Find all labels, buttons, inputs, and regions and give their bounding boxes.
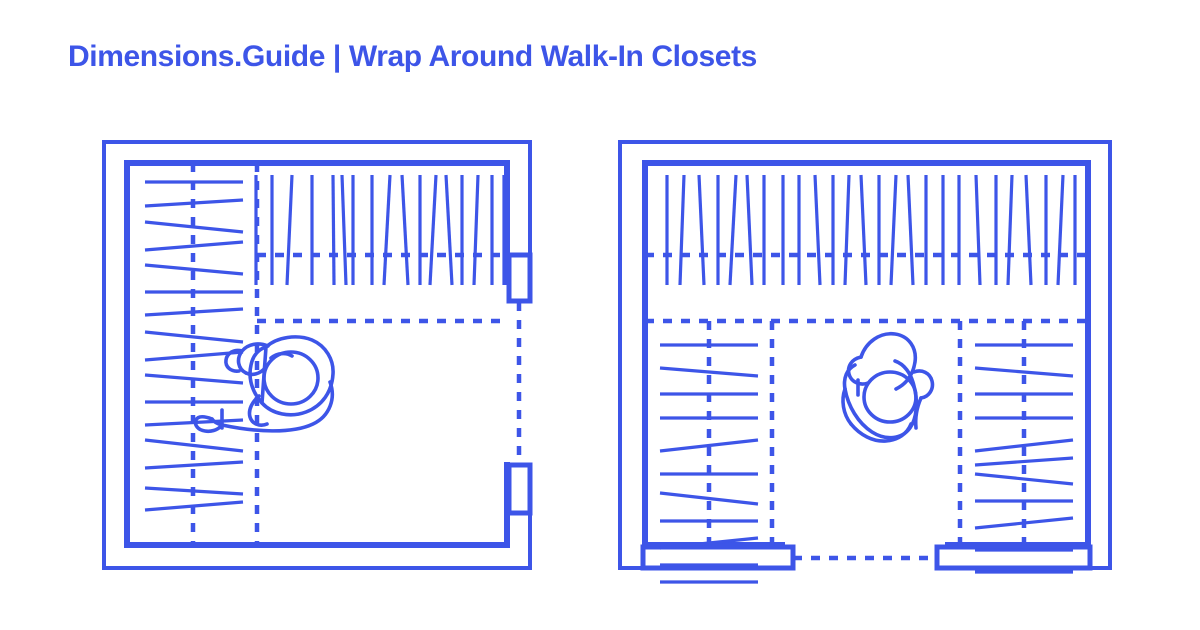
right-plan (618, 140, 1112, 584)
left-plan-inner-wall (124, 160, 510, 548)
left-plan-occupant-figure (193, 335, 335, 434)
left-plan-door-jamb-bottom (506, 462, 533, 516)
right-plan-occupant-figure (841, 331, 935, 443)
left-plan-top-garments (254, 174, 506, 286)
right-plan-left-garments (659, 343, 759, 584)
left-plan-door-jamb-top (506, 252, 533, 304)
right-plan-door-jamb-right (934, 544, 1093, 571)
right-plan-inner-wall (642, 160, 1091, 548)
right-plan-right-garments (974, 343, 1074, 574)
left-plan-outer-wall (102, 140, 532, 570)
right-plan-outer-wall (618, 140, 1112, 570)
left-plan (102, 140, 533, 570)
right-plan-top-garments (665, 174, 1077, 286)
page-title: Dimensions.Guide | Wrap Around Walk-In C… (68, 40, 757, 73)
floor-plan-drawing (0, 110, 1200, 610)
left-plan-left-garments (144, 180, 244, 512)
